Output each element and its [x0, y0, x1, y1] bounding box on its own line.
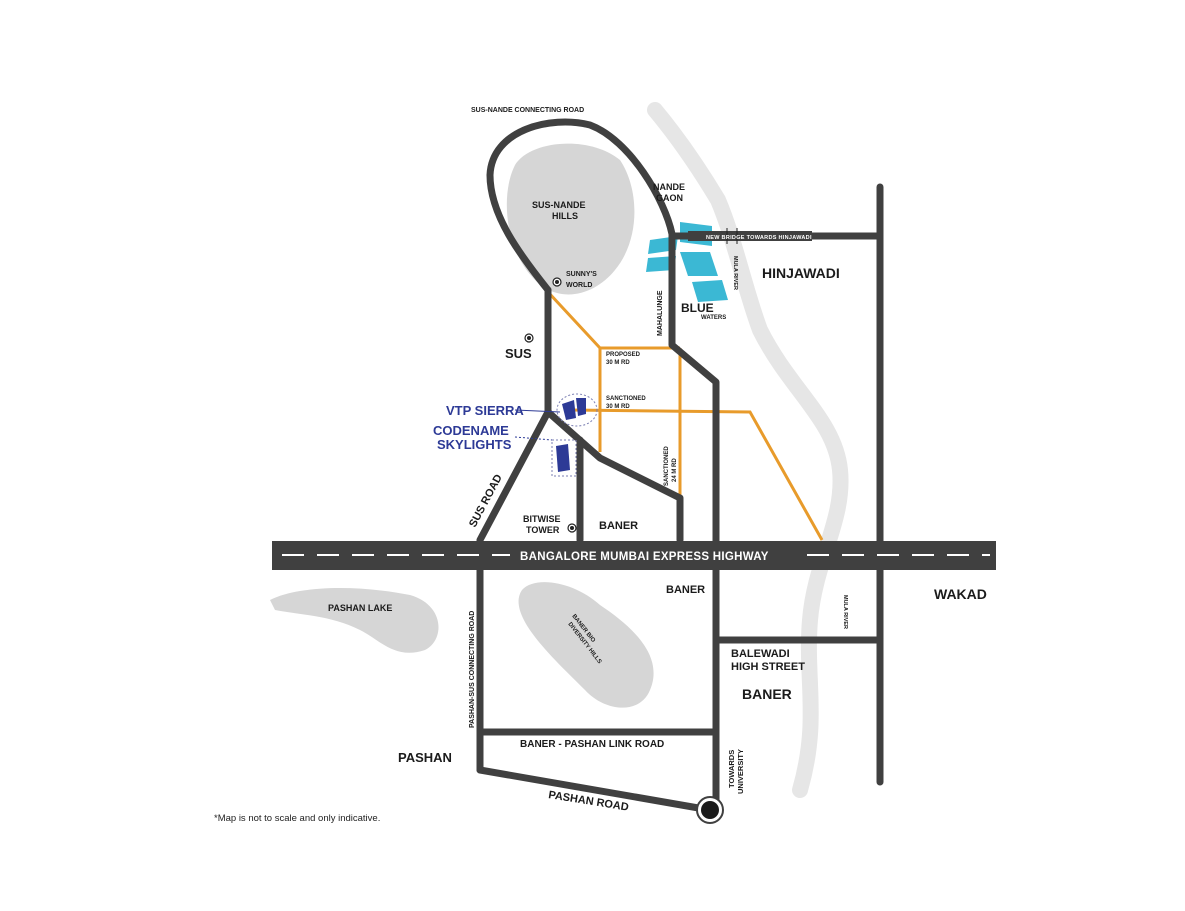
label-mula-river-bottom: MULA RIVER — [842, 595, 848, 629]
label-bitwise-2: TOWER — [526, 525, 560, 535]
express-highway — [272, 541, 996, 570]
mula-river — [647, 102, 849, 798]
label-sanctioned30-1: SANCTIONED — [606, 396, 646, 402]
label-blue-waters-2: WATERS — [701, 315, 726, 321]
label-mahalunge: MAHALUNGE — [657, 290, 664, 336]
bitwise-tower-pin — [567, 523, 577, 533]
label-sunnys-world-2: WORLD — [566, 282, 592, 289]
label-balewadi-2: HIGH STREET — [731, 661, 805, 673]
label-towards-university-2: UNIVERSITY — [736, 749, 745, 794]
label-sanctioned24-1: SANCTIONED — [664, 446, 670, 486]
new-bridge-marker — [688, 228, 812, 244]
label-sus-nande-hills-1: SUS-NANDE — [532, 200, 586, 210]
label-nande-gaon-2: GAON — [656, 193, 683, 203]
sunnys-world-pin — [552, 277, 562, 287]
label-wakad: WAKAD — [934, 586, 987, 602]
label-sus: SUS — [505, 346, 532, 361]
label-codename-1: CODENAME — [433, 423, 509, 438]
label-new-bridge: NEW BRIDGE TOWARDS HINJAWADI — [706, 235, 812, 241]
label-blue-waters-1: BLUE — [681, 301, 714, 315]
label-vtp-sierra: VTP SIERRA — [446, 403, 524, 418]
label-sus-nande-hills-2: HILLS — [552, 211, 578, 221]
label-sanctioned30-2: 30 M RD — [606, 404, 630, 410]
pashan-lake — [270, 588, 439, 653]
sus-nande-hills — [506, 143, 635, 295]
label-sanctioned24-2: 24 M RD — [672, 458, 678, 482]
vtp-sierra-marker — [514, 393, 598, 427]
label-proposed-2: 30 M RD — [606, 360, 630, 366]
label-hinjawadi: HINJAWADI — [762, 265, 840, 281]
codename-skylights-marker — [514, 436, 577, 477]
label-mula-river-top: MULA RIVER — [732, 256, 738, 290]
label-baner-mid: BANER — [666, 584, 705, 596]
label-baner-lower: BANER — [742, 686, 792, 702]
label-towards-university-1: TOWARDS — [727, 750, 736, 788]
label-nande-gaon-1: NANDE — [653, 182, 685, 192]
label-baner-upper: BANER — [599, 520, 638, 532]
label-proposed-1: PROPOSED — [606, 352, 641, 358]
baner-bio-diversity-hills — [518, 582, 654, 708]
map-disclaimer: *Map is not to scale and only indicative… — [214, 813, 380, 824]
proposed-roads — [546, 290, 824, 541]
label-sunnys-world-1: SUNNY'S — [566, 271, 597, 278]
label-baner-pashan-link: BANER - PASHAN LINK ROAD — [520, 739, 664, 750]
major-roads — [476, 118, 884, 816]
university-pin — [696, 796, 724, 824]
sus-pin — [524, 333, 534, 343]
label-pashan-lake: PASHAN LAKE — [328, 603, 392, 613]
label-sus-nande-road: SUS-NANDE CONNECTING ROAD — [471, 107, 584, 114]
label-codename-2: SKYLIGHTS — [437, 437, 512, 452]
label-bitwise-1: BITWISE — [523, 514, 561, 524]
label-pashan: PASHAN — [398, 750, 452, 765]
label-balewadi-1: BALEWADI — [731, 648, 790, 660]
label-pashan-sus-road: PASHAN-SUS CONNECTING ROAD — [469, 611, 476, 728]
label-highway: BANGALORE MUMBAI EXPRESS HIGHWAY — [520, 551, 769, 563]
